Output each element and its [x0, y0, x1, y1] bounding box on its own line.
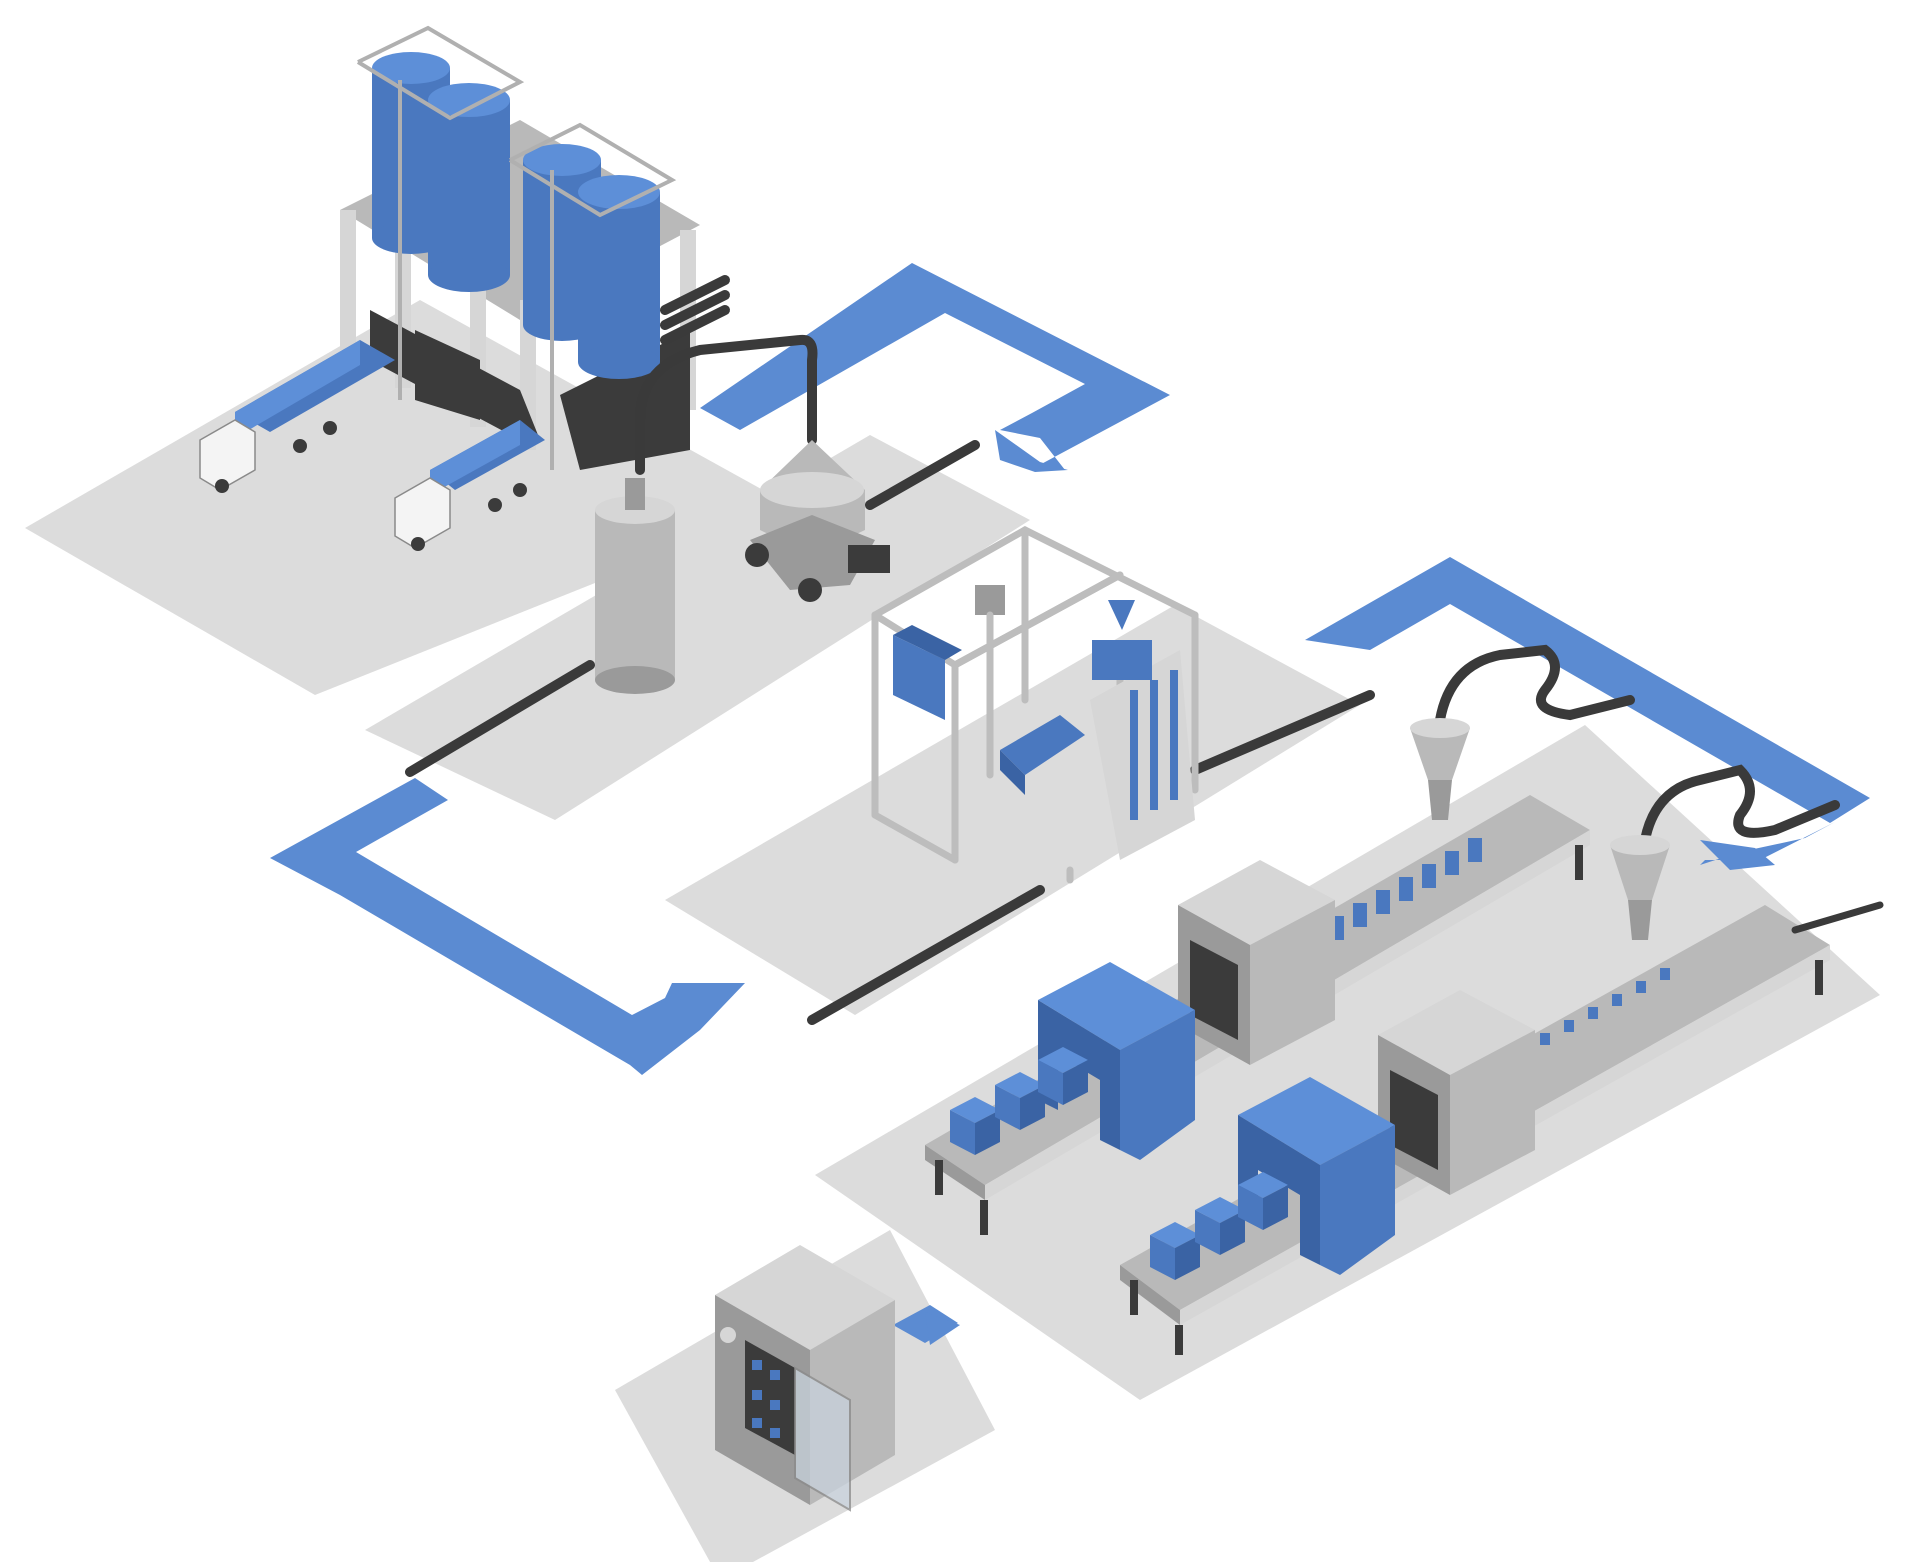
heat-exchanger-icon: [1090, 600, 1195, 860]
truck-icon: [199, 340, 395, 493]
flow-arrow-4: [893, 1305, 960, 1345]
silo-plant: [340, 25, 730, 470]
silo-icon: [578, 175, 660, 379]
control-panel-icon: [893, 625, 962, 720]
centrifuge-icon: [745, 440, 890, 602]
labeler-icon: [1378, 990, 1535, 1195]
flow-arrow-2: [270, 778, 745, 1075]
platform-pasteurizer: [665, 605, 1360, 1015]
box-row: [950, 1047, 1088, 1155]
filling-lines: [925, 644, 1884, 1355]
platform-separator: [365, 435, 1030, 820]
pump-icon: [1000, 715, 1085, 795]
packer-icon: [1238, 1077, 1395, 1275]
pasteurizer-stage: [807, 526, 1375, 1025]
labeler-icon: [1178, 860, 1335, 1065]
flow-arrow-1: [700, 263, 1170, 472]
truck-icon: [394, 420, 545, 551]
platform-filling: [815, 725, 1880, 1400]
filler-icon: [1610, 835, 1670, 940]
flow-arrow-3: [1305, 557, 1870, 870]
silo-icon: [428, 83, 510, 292]
refrigerator-icon: [715, 1245, 895, 1512]
tank-icon: [595, 478, 675, 694]
separator-stage: [405, 334, 980, 777]
filler-icon: [1410, 718, 1470, 820]
packer-icon: [1038, 962, 1195, 1160]
box-row: [1150, 1172, 1288, 1280]
